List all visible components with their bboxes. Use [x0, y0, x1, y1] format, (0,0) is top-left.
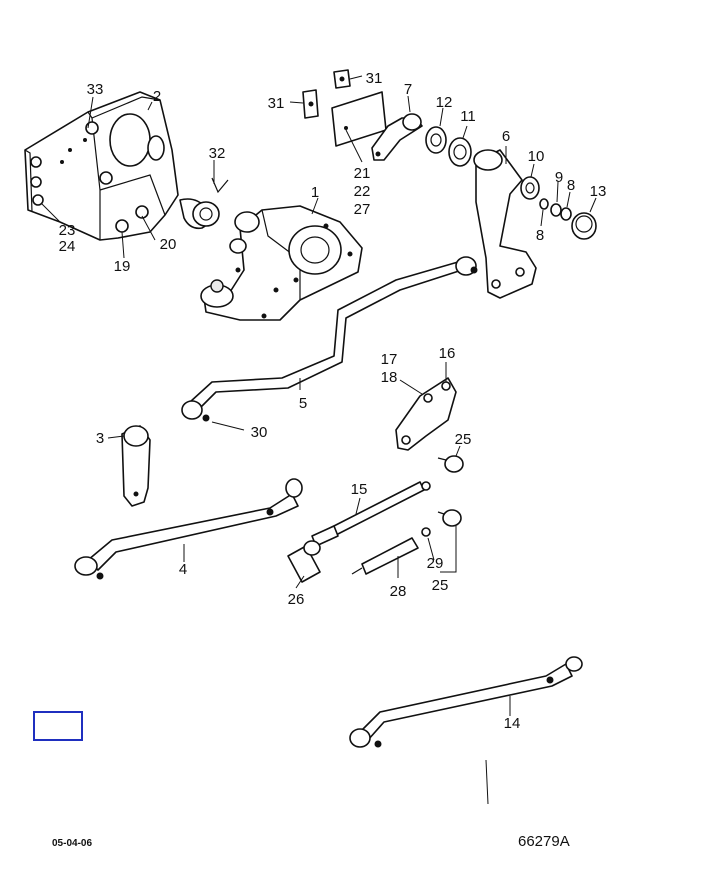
callout-6: 6 — [502, 128, 510, 145]
callout-labels: 1 2 3 4 5 6 7 8 8 9 10 11 12 13 14 15 16… — [59, 70, 607, 732]
callout-25-upper: 25 — [455, 431, 472, 448]
cap-part-13 — [571, 212, 597, 240]
bracket-part-2 — [24, 91, 179, 241]
idler-arm-part-3 — [121, 425, 151, 507]
bracket-part-16 — [395, 377, 457, 451]
nut-part-29 — [421, 527, 431, 537]
callout-27: 27 — [354, 201, 371, 218]
callout-16: 16 — [439, 345, 456, 362]
callout-25-lower: 25 — [432, 577, 449, 594]
callout-7: 7 — [404, 81, 412, 98]
callout-8-lower: 8 — [536, 227, 544, 244]
drag-link-part-5 — [181, 256, 478, 422]
highlight-box — [33, 711, 83, 741]
callout-1: 1 — [311, 184, 319, 201]
callout-32: 32 — [209, 145, 226, 162]
callout-26: 26 — [288, 591, 305, 608]
sleeve-part-28 — [351, 537, 419, 575]
steering-gear-part-1 — [200, 205, 363, 321]
callout-29: 29 — [427, 555, 444, 572]
callout-17: 17 — [381, 351, 398, 368]
ball-joint-part-26 — [287, 540, 321, 583]
bellcrank-part-6 — [473, 149, 537, 299]
callout-21: 21 — [354, 165, 371, 182]
callout-3: 3 — [96, 430, 104, 447]
callout-23: 23 — [59, 222, 76, 239]
clamp-part-32 — [179, 177, 229, 230]
callout-2: 2 — [153, 88, 161, 105]
nut-part-9 — [550, 203, 562, 217]
callout-20: 20 — [160, 236, 177, 253]
footer-date: 05-04-06 — [52, 838, 92, 849]
callout-22: 22 — [354, 183, 371, 200]
callout-18: 18 — [381, 369, 398, 386]
callout-13: 13 — [590, 183, 607, 200]
callout-15: 15 — [351, 481, 368, 498]
leader-lines — [41, 75, 597, 716]
callout-8-upper: 8 — [567, 177, 575, 194]
callout-9: 9 — [555, 169, 563, 186]
seal-part-12 — [425, 126, 447, 154]
callout-19: 19 — [114, 258, 131, 275]
damper-part-15 — [311, 481, 431, 547]
callout-5: 5 — [299, 395, 307, 412]
bearing-part-11 — [448, 137, 472, 167]
ball-joint-part-25 — [437, 455, 464, 527]
washer-part-10 — [520, 176, 540, 200]
callout-33: 33 — [87, 81, 104, 98]
figure-id: 66279A — [518, 833, 570, 850]
washer-part-8 — [539, 198, 572, 221]
callout-12: 12 — [436, 94, 453, 111]
callout-24: 24 — [59, 238, 76, 255]
callout-11: 11 — [460, 108, 476, 125]
callout-4: 4 — [179, 561, 187, 578]
callout-10: 10 — [528, 148, 545, 165]
callout-14: 14 — [504, 715, 521, 732]
callout-30: 30 — [251, 424, 268, 441]
callout-31-right: 31 — [366, 70, 383, 87]
tie-rod-part-14 — [349, 656, 583, 805]
plate-part-31 — [302, 69, 387, 147]
callout-31-left: 31 — [268, 95, 285, 112]
callout-28: 28 — [390, 583, 407, 600]
steering-arm-part-7 — [371, 113, 423, 161]
tie-rod-part-4 — [74, 478, 303, 580]
